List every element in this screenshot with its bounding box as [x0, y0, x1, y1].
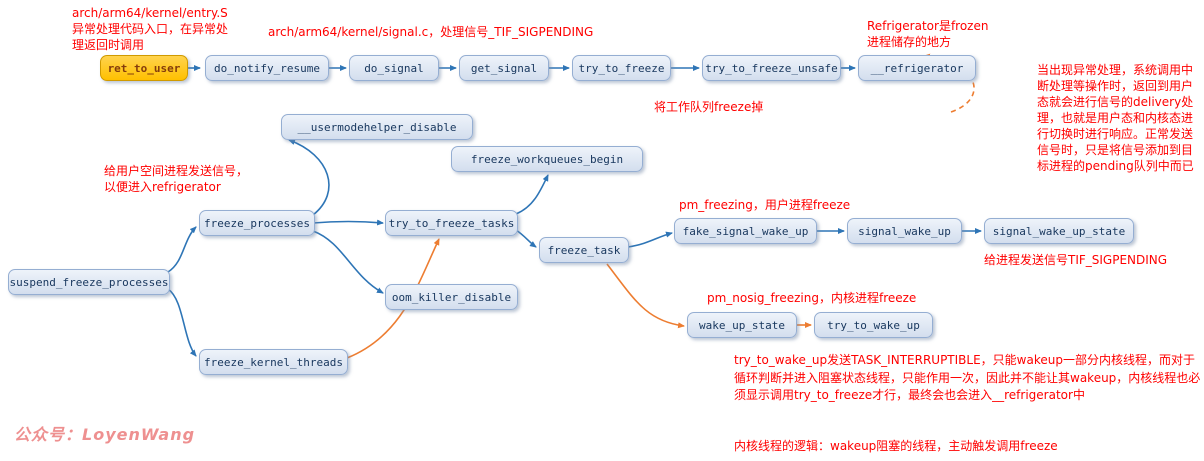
node-fake-signal-wake-up: fake_signal_wake_up — [674, 218, 817, 244]
node-try-to-wake-up: try_to_wake_up — [814, 312, 933, 338]
arrow-freeze-task-wake-up-state — [606, 263, 685, 329]
node-freeze-task: freeze_task — [539, 237, 629, 263]
node-try-to-freeze-tasks: try_to_freeze_tasks — [385, 210, 518, 236]
annotation-pm-freezing: pm_freezing，用户进程freeze — [679, 198, 851, 212]
annotation-freeze-processes: 给用户空间进程发送信号，以便进入refrigerator — [104, 164, 249, 194]
watermark: 公众号：LoyenWang — [14, 425, 196, 444]
node-suspend-freeze-processes: suspend_freeze_processes — [8, 269, 170, 295]
node-ret-to-user: ret_to_user — [100, 55, 188, 81]
annotation-right-paragraph: 当出现异常处理，系统调用中断处理等操作时，返回到用户态就会进行信号的delive… — [1037, 63, 1194, 173]
arrow-suspend-freeze-processes — [167, 226, 197, 273]
node-oom-killer-disable: oom_killer_disable — [385, 284, 518, 310]
node-try-to-freeze-unsafe: try_to_freeze_unsafe — [702, 55, 841, 81]
node-usermodehelper-disable: __usermodehelper_disable — [281, 114, 473, 140]
annotation-entry-s: arch/arm64/kernel/entry.S 异常处理代码入口，在异常处理… — [72, 6, 229, 52]
arrow-tasks-freeze-workqueues — [515, 174, 549, 215]
arrow-tasks-freeze-task — [515, 229, 537, 248]
node-freeze-workqueues-begin: freeze_workqueues_begin — [451, 146, 643, 172]
annotation-refrigerator: Refrigerator是frozen 进程储存的地方 — [867, 19, 989, 49]
node-signal-wake-up-state: signal_wake_up_state — [984, 218, 1134, 244]
node-refrigerator: __refrigerator — [858, 55, 976, 81]
node-do-signal: do_signal — [349, 55, 439, 81]
node-freeze-processes: freeze_processes — [199, 210, 315, 236]
node-get-signal: get_signal — [459, 55, 549, 81]
annotation-workqueue: 将工作队列freeze掉 — [654, 100, 764, 114]
annotation-pm-nosig: pm_nosig_freezing，内核进程freeze — [707, 291, 917, 305]
arrow-freeze-processes-usermodehelper — [288, 139, 330, 216]
node-try-to-freeze: try_to_freeze — [572, 55, 671, 81]
annotation-bottom-paragraph: try_to_wake_up发送TASK_INTERRUPTIBLE，只能wak… — [734, 353, 1201, 402]
arrow-freeze-processes-oom-killer — [312, 230, 384, 294]
annotation-signal-c: arch/arm64/kernel/signal.c，处理信号_TIF_SIGP… — [268, 25, 594, 39]
annotation-signal-send: 给进程发送信号TIF_SIGPENDING — [984, 253, 1168, 267]
arrow-suspend-freeze-kernel-threads — [167, 288, 197, 357]
node-do-notify-resume: do_notify_resume — [205, 55, 329, 81]
node-wake-up-state: wake_up_state — [687, 312, 797, 338]
annotation-kernel-logic: 内核线程的逻辑：wakeup阻塞的线程，主动触发调用freeze — [734, 439, 1058, 453]
arrow-freeze-processes-try-to-freeze-tasks — [312, 219, 384, 226]
arrow-freeze-task-fake-signal — [627, 231, 673, 248]
node-freeze-kernel-threads: freeze_kernel_threads — [199, 349, 348, 375]
node-signal-wake-up: signal_wake_up — [847, 218, 962, 244]
